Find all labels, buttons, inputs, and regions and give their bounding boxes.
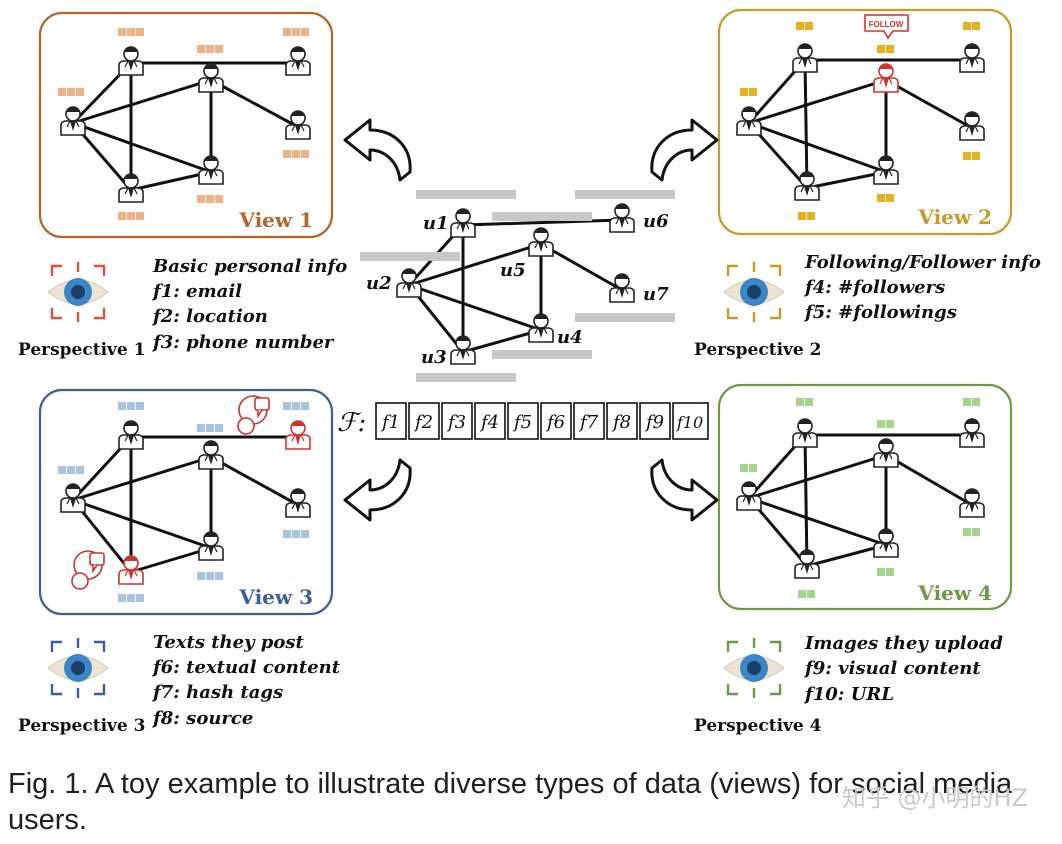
arrow-to-view-4-icon — [650, 458, 719, 522]
perspective-1-eye-icon — [47, 262, 109, 322]
user-label-u3: u3 — [421, 347, 447, 368]
feature-set-label: ℱ: — [337, 408, 366, 438]
view-1-label: View 1 — [238, 208, 313, 232]
feature-row — [375, 402, 709, 440]
feature-f4: f4 — [479, 412, 499, 433]
feature-f3: f3 — [446, 412, 466, 433]
feature-f2: f2 — [413, 412, 433, 433]
view-3-frame — [38, 388, 334, 616]
view-1-network — [71, 61, 299, 192]
perspective-4-eye-icon — [723, 638, 785, 698]
perspective-2-feature: f5: #followings — [803, 302, 957, 323]
arrow-to-view-2-icon — [650, 118, 719, 182]
view-2-feature-boxes — [740, 22, 980, 220]
feature-f8: f8 — [611, 412, 631, 433]
user-label-u2: u2 — [366, 273, 392, 294]
arrow-to-view-3-icon — [343, 458, 412, 522]
feature-f5: f5 — [512, 412, 532, 433]
feature-f6: f6 — [545, 412, 565, 433]
complaint-bubble-2 — [71, 550, 105, 590]
feature-f10: f10 — [676, 413, 703, 432]
perspective-1-feature: f1: email — [151, 281, 242, 302]
perspective-3-title: Texts they post — [153, 632, 305, 653]
perspective-1-title: Basic personal info — [152, 256, 347, 277]
perspective-4-feature: f9: visual content — [803, 658, 981, 679]
perspective-1-label: Perspective 1 — [18, 340, 145, 360]
perspective-3-eye-icon — [47, 638, 109, 698]
perspective-2-title: Following/Follower info — [804, 252, 1041, 273]
perspective-4-title: Images they upload — [804, 633, 1003, 654]
figure-caption: Fig. 1. A toy example to illustrate dive… — [8, 768, 1013, 836]
perspective-3-feature: f8: source — [151, 708, 253, 729]
view-4-label: View 4 — [917, 581, 992, 605]
central-network — [407, 218, 623, 354]
complaint-bubble-1 — [237, 395, 270, 435]
user-label-u7: u7 — [643, 284, 669, 305]
feature-f9: f9 — [644, 412, 664, 433]
perspective-2-eye-icon — [723, 262, 785, 322]
user-label-u6: u6 — [643, 211, 669, 232]
view-4-feature-boxes — [740, 398, 980, 598]
view-4-network — [747, 433, 973, 568]
view-2-frame — [717, 8, 1013, 236]
follow-badge: FOLLOW — [864, 14, 909, 40]
view-2-network — [747, 58, 973, 190]
feature-f1: f1 — [380, 412, 400, 433]
perspective-4-label: Perspective 4 — [694, 716, 822, 736]
view-2-label: View 2 — [917, 205, 992, 229]
multiview-diagram: View 1 FOLLOW View 2 — [18, 8, 1041, 736]
view-3-feature-boxes — [58, 402, 309, 602]
view-3-network — [71, 435, 299, 574]
perspective-2-feature: f4: #followers — [803, 277, 945, 298]
view-3-label: View 3 — [238, 585, 313, 609]
view-4-users — [736, 418, 985, 579]
view-1-frame — [38, 11, 334, 239]
user-label-u1: u1 — [423, 213, 449, 234]
perspective-3-feature: f7: hash tags — [151, 682, 283, 703]
perspective-3-label: Perspective 3 — [18, 716, 145, 736]
perspective-4-feature: f10: URL — [803, 684, 894, 705]
perspective-1-feature: f3: phone number — [151, 332, 335, 353]
view-1-feature-boxes — [58, 28, 309, 220]
watermark: 知乎 @小明的HZ — [841, 784, 1028, 812]
user-label-u5: u5 — [500, 260, 526, 281]
perspective-2-label: Perspective 2 — [694, 340, 821, 360]
user-label-u4: u4 — [557, 327, 583, 348]
central-feature-bars — [360, 190, 675, 382]
view-4-frame — [717, 383, 1013, 611]
follow-badge-text: FOLLOW — [869, 20, 904, 29]
arrow-to-view-1-icon — [343, 118, 412, 182]
perspective-1-feature: f2: location — [151, 306, 268, 327]
perspective-3-feature: f6: textual content — [151, 657, 341, 678]
feature-f7: f7 — [578, 412, 599, 433]
